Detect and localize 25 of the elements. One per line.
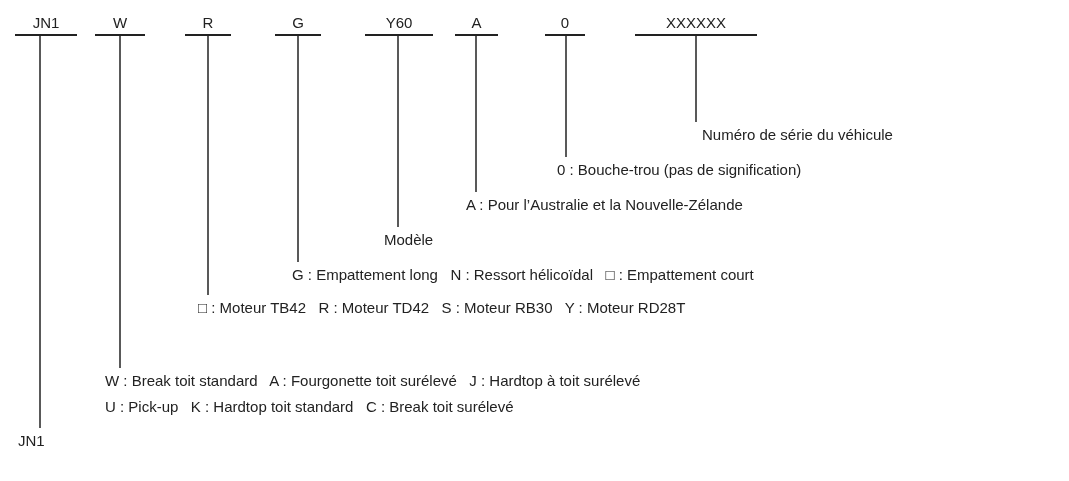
description-text: A : Pour l’Australie et la Nouvelle-Zélande (466, 192, 743, 218)
leader-line (119, 35, 121, 369)
description-text: 0 : Bouche-trou (pas de signification) (557, 157, 802, 183)
description-text: Modèle (384, 227, 434, 253)
code-label: XXXXXX (635, 12, 757, 36)
description-text: JN1 (18, 428, 45, 454)
code-label: G (275, 12, 321, 36)
code-label: R (185, 12, 231, 36)
leader-line (207, 35, 209, 296)
description-text: W : Break toit standard A : Fourgonette toit surélevé J : Hardtop à toit surélevé (105, 371, 641, 391)
code-label: Y60 (365, 12, 433, 36)
leader-line (397, 35, 399, 228)
description-text: □ : Moteur TB42 R : Moteur TD42 S : Moteur RB30 Y : Moteur RD28T (198, 295, 686, 321)
leader-line (475, 35, 477, 193)
leader-line (39, 35, 41, 429)
code-label: A (455, 12, 498, 36)
description-text: Numéro de série du véhicule (702, 122, 893, 148)
leader-line (695, 35, 697, 123)
leader-line (565, 35, 567, 158)
code-label: W (95, 12, 145, 36)
code-label: 0 (545, 12, 585, 36)
description-text: U : Pick-up K : Hardtop toit standard C : Break toit surélevé (105, 397, 515, 417)
code-label: JN1 (15, 12, 77, 36)
leader-line (297, 35, 299, 263)
description-text: G : Empattement long N : Ressort hélicoïdal □ : Empattement court (292, 262, 754, 288)
